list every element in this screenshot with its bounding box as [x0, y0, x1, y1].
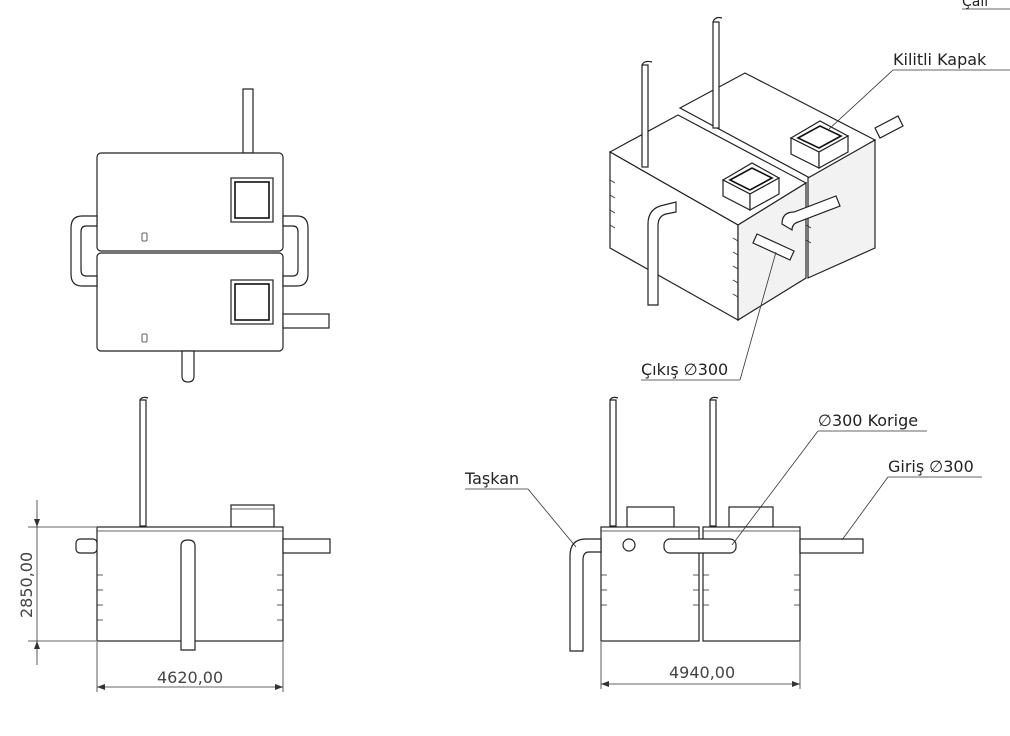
- corner-label: Çalı: [962, 0, 988, 10]
- corrugated-label: ∅300 Korige: [818, 411, 918, 430]
- height-dimension: 2850,00: [17, 500, 96, 665]
- width-left-dimension: 4620,00: [96, 642, 284, 692]
- outlet-label: Çıkış ∅300: [641, 360, 728, 379]
- width-right-dimension: 4940,00: [600, 642, 801, 689]
- isometric-view: [608, 16, 904, 322]
- height-dimension-text: 2850,00: [17, 552, 36, 618]
- front-view: [75, 396, 331, 651]
- width-right-dimension-text: 4940,00: [669, 663, 735, 682]
- top-view: [70, 88, 330, 383]
- inlet-label: Giriş ∅300: [888, 457, 974, 476]
- width-left-dimension-text: 4620,00: [157, 668, 223, 687]
- side-view: [569, 396, 864, 652]
- lockable-cover-label: Kilitli Kapak: [893, 50, 987, 69]
- overflow-label: Taşkan: [464, 469, 519, 488]
